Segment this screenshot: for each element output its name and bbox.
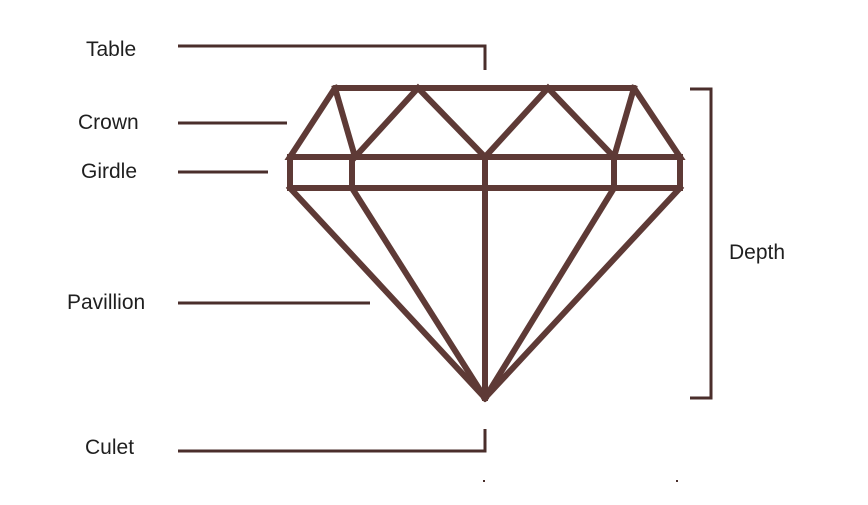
table-leader-line xyxy=(178,44,487,70)
pavilion-facet-right xyxy=(480,183,619,403)
pavilion-facet-left xyxy=(347,183,490,403)
table-label: Table xyxy=(86,38,137,61)
depth-bracket xyxy=(690,87,713,400)
crown-label: Crown xyxy=(78,111,139,134)
leader-lines xyxy=(178,44,713,453)
diamond-shape xyxy=(284,83,686,403)
culet-label: Culet xyxy=(85,436,135,459)
culet-leader-line xyxy=(178,429,487,453)
crown-facets xyxy=(331,83,638,163)
girdle-label: Girdle xyxy=(81,160,138,183)
depth-label: Depth xyxy=(729,241,786,264)
pavilion-label: Pavillion xyxy=(67,291,146,314)
